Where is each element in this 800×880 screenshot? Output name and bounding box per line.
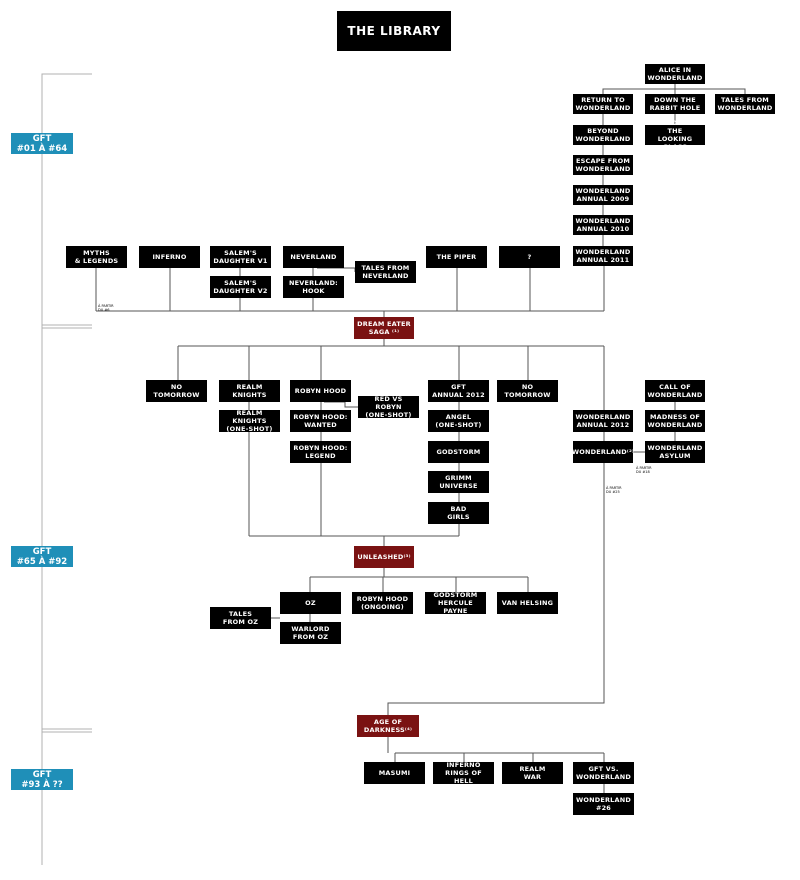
series-node-alice: ALICE IN WONDERLAND [645,64,705,84]
series-node-madness-wl: MADNESS OF WONDERLAND [645,410,705,432]
series-node-realm-war: REALM WAR [502,762,563,784]
series-node-warlord-oz: WARLORD FROM OZ [280,622,341,644]
series-node-rk-oneshot: REALM KNIGHTS (ONE-SHOT) [219,409,280,433]
connector-line [675,88,746,94]
series-node-angel: ANGEL (ONE-SHOT) [428,410,489,432]
series-node-neverland: NEVERLAND [283,246,344,268]
series-node-robyn-wanted: ROBYN HOOD: WANTED [290,410,351,432]
series-node-robyn-ongoing: ROBYN HOOD (ONGOING) [352,592,413,614]
series-node-no-tomorrow1: NO TOMORROW [146,380,207,402]
event-node-unleashed: UNLEASHED⁽³⁾ [354,546,414,568]
footnote-n1: À PARTIR DU #6 [98,304,114,312]
series-node-myths: MYTHS & LEGENDS [66,246,127,268]
series-node-oz: OZ [280,592,341,614]
era-label-e2: GFT #65 À #92 [11,546,73,567]
series-node-unknown: ? [499,246,560,268]
series-node-tales-nv: TALES FROM NEVERLAND [355,261,416,283]
series-node-return-wl: RETURN TO WONDERLAND [573,94,633,114]
series-node-gft-vs-wl: GFT VS. WONDERLAND [573,762,634,784]
series-node-inferno-rings: INFERNO RINGS OF HELL [433,761,494,785]
series-node-beyond-wl: BEYOND WONDERLAND [573,125,633,145]
series-node-annual2009: WONDERLAND ANNUAL 2009 [573,185,633,205]
series-node-godstorm-hp: GODSTORM HERCULE PAYNE [425,591,486,615]
series-node-grimm-universe: GRIMM UNIVERSE [428,471,489,493]
connector-line [41,328,92,730]
series-node-wl-asylum: WONDERLAND ASYLUM [645,441,705,463]
page-title: THE LIBRARY [337,11,451,51]
event-node-age-darkness: AGE OF DARKNESS⁽⁴⁾ [357,715,419,737]
event-node-dream-eater: DREAM EATER SAGA ⁽¹⁾ [354,317,414,339]
series-node-annual2011: WONDERLAND ANNUAL 2011 [573,246,633,266]
series-node-robyn-legend: ROBYN HOOD: LEGEND [290,441,351,463]
footnote-n2: À PARTIR DU #18 [636,466,652,474]
era-label-e3: GFT #93 À ?? [11,769,73,790]
series-node-robyn: ROBYN HOOD [290,380,351,402]
series-node-salem2: SALEM'S DAUGHTER V2 [210,276,271,298]
series-node-salem1: SALEM'S DAUGHTER V1 [210,246,271,268]
series-node-annual2010: WONDERLAND ANNUAL 2010 [573,215,633,235]
series-node-masumi: MASUMI [364,762,425,784]
series-node-tales-oz: TALES FROM OZ [210,607,271,629]
series-node-wonderland: WONDERLAND⁽²⁾ [572,441,634,463]
era-label-e1: GFT #01 À #64 [11,133,73,154]
series-node-through-glass: THROUGH THE LOOKING GLASS [645,119,705,151]
series-node-escape-wl: ESCAPE FROM WONDERLAND [573,155,633,175]
series-node-wl-annual2012: WONDERLAND ANNUAL 2012 [573,410,633,432]
series-node-tales-wl: TALES FROM WONDERLAND [715,94,775,114]
series-node-inferno: INFERNO [139,246,200,268]
series-node-call-wl: CALL OF WONDERLAND [645,380,705,402]
connector-line [602,84,676,94]
series-node-no-tomorrow2: NO TOMORROW [497,380,558,402]
series-node-van-helsing: VAN HELSING [497,592,558,614]
series-node-gft-annual: GFT ANNUAL 2012 [428,380,489,402]
series-node-nv-hook: NEVERLAND: HOOK [283,276,344,298]
series-node-wl-26: WONDERLAND #26 [573,793,634,815]
connector-line [324,401,358,408]
series-node-bad-girls: BAD GIRLS [428,502,489,524]
series-node-realm-knights: REALM KNIGHTS [219,380,280,402]
series-node-godstorm: GODSTORM [428,441,489,463]
connector-line [317,267,356,272]
series-node-down-rabbit: DOWN THE RABBIT HOLE [645,94,705,114]
series-node-red-vs-robyn: RED VS ROBYN (ONE-SHOT) [358,395,419,419]
connector-line [387,463,605,715]
series-node-piper: THE PIPER [426,246,487,268]
footnote-n3: À PARTIR DU #25 [606,486,622,494]
connector-line [41,73,92,326]
